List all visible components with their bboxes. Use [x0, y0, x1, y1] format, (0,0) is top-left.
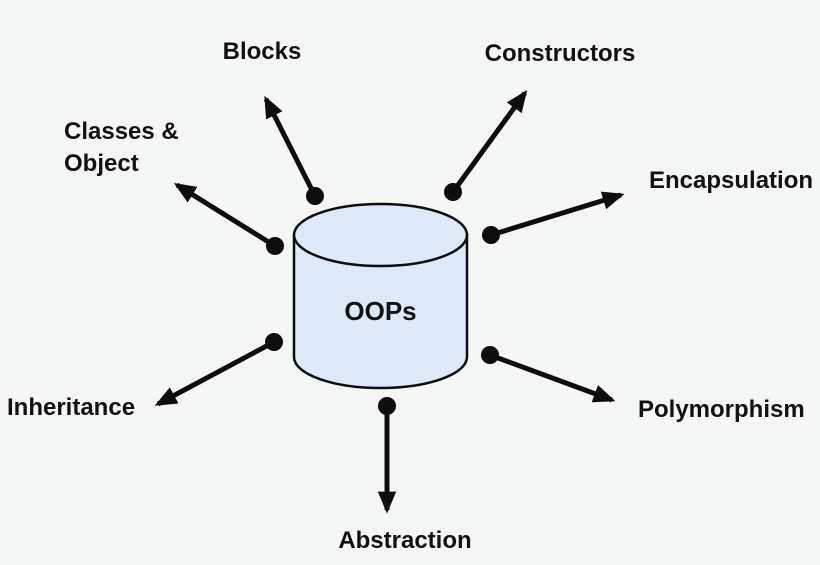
cylinder-top: [292, 202, 469, 268]
label-abstraction: Abstraction: [338, 527, 472, 554]
label-polymorphism: Polymorphism: [638, 396, 805, 423]
arrow-blocks: [263, 95, 324, 205]
label-classes-object: Classes & Object: [64, 118, 179, 177]
label-inheritance: Inheritance: [7, 394, 136, 421]
spoke-arrows: [154, 90, 625, 514]
arrow-classes-object: [173, 182, 284, 255]
arrow-encapsulation: [482, 191, 625, 244]
cylinder-body: [292, 233, 469, 390]
label-encapsulation: Encapsulation: [649, 167, 814, 194]
arrow-polymorphism: [481, 346, 616, 403]
arrow-inheritance: [154, 333, 283, 407]
label-constructors: Constructors: [484, 40, 636, 67]
arrow-abstraction: [377, 397, 397, 514]
arrow-constructors: [444, 90, 528, 201]
center-label-oops: OOPs: [344, 296, 417, 326]
oops-cylinder: [292, 202, 469, 390]
label-blocks: Blocks: [222, 38, 302, 65]
